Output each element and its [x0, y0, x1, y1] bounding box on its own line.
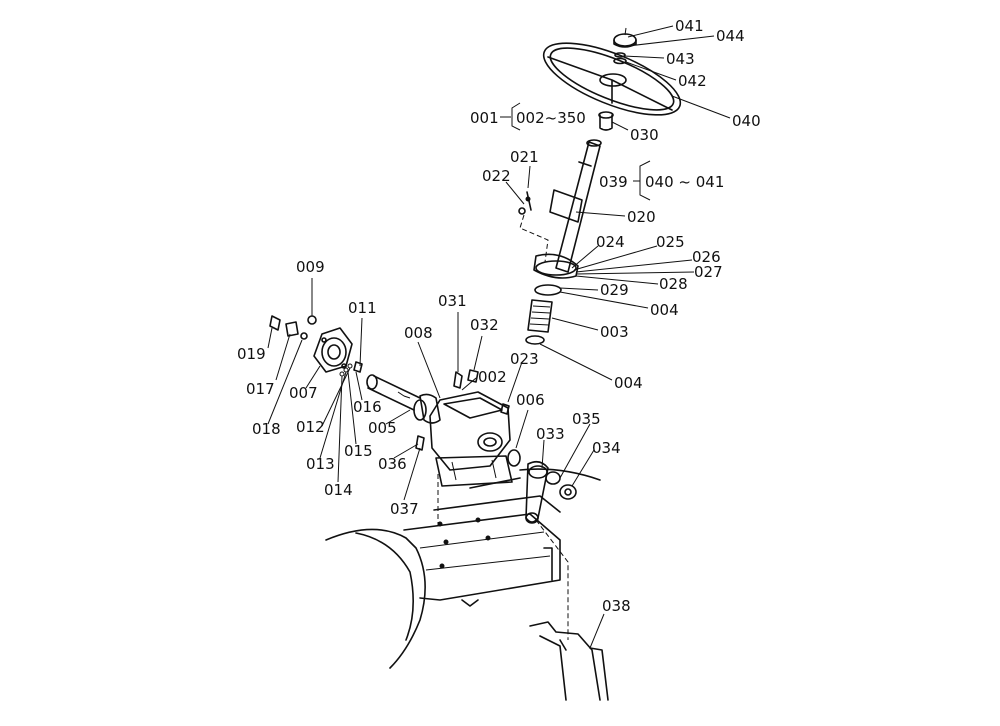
label-040: 040	[732, 112, 761, 130]
label-033: 033	[536, 425, 565, 443]
label-022: 022	[482, 167, 511, 185]
label-036: 036	[378, 455, 407, 473]
label-008: 008	[404, 324, 433, 342]
label-025: 025	[656, 233, 685, 251]
label-041: 041	[675, 17, 704, 35]
label-002-350: 002~350	[516, 109, 586, 127]
pitman-arm	[525, 460, 577, 524]
label-004-bottom: 004	[614, 374, 643, 392]
label-029: 029	[600, 281, 629, 299]
label-031: 031	[438, 292, 467, 310]
label-007: 007	[289, 384, 318, 402]
label-004-top: 004	[650, 301, 679, 319]
steering-gearbox	[366, 369, 521, 526]
label-035: 035	[572, 410, 601, 428]
label-042: 042	[678, 72, 707, 90]
label-013: 013	[306, 455, 335, 473]
label-023: 023	[510, 350, 539, 368]
tractor-housing	[325, 468, 601, 669]
label-037: 037	[390, 500, 419, 518]
label-017: 017	[246, 380, 275, 398]
label-002: 002	[478, 368, 507, 386]
label-032: 032	[470, 316, 499, 334]
label-014: 014	[324, 481, 353, 499]
sector-shaft	[367, 375, 421, 411]
label-012: 012	[296, 418, 325, 436]
label-030: 030	[630, 126, 659, 144]
label-024: 024	[596, 233, 625, 251]
label-028: 028	[659, 275, 688, 293]
label-026: 026	[692, 248, 721, 266]
cover-plate	[269, 315, 363, 377]
label-003: 003	[600, 323, 629, 341]
label-044: 044	[716, 27, 745, 45]
label-021: 021	[510, 148, 539, 166]
label-016: 016	[353, 398, 382, 416]
label-018: 018	[252, 420, 281, 438]
steering-column	[518, 139, 602, 345]
steering-rod	[529, 519, 609, 701]
label-038: 038	[602, 597, 631, 615]
steering-wheel	[542, 27, 682, 131]
label-034: 034	[592, 439, 621, 457]
label-019: 019	[237, 345, 266, 363]
leader-lines	[267, 25, 731, 649]
label-039: 039	[599, 173, 628, 191]
label-043: 043	[666, 50, 695, 68]
label-006: 006	[516, 391, 545, 409]
label-009: 009	[296, 258, 325, 276]
label-020: 020	[627, 208, 656, 226]
label-040-041: 040 ~ 041	[645, 173, 724, 191]
label-015: 015	[344, 442, 373, 460]
label-001: 001	[470, 109, 499, 127]
label-027: 027	[694, 263, 723, 281]
label-011: 011	[348, 299, 377, 317]
worm-gear	[527, 299, 553, 333]
part-labels: 041 044 043 042 040 001 002~350 030 021 …	[237, 17, 761, 615]
column-bracket	[549, 189, 583, 223]
label-005: 005	[368, 419, 397, 437]
